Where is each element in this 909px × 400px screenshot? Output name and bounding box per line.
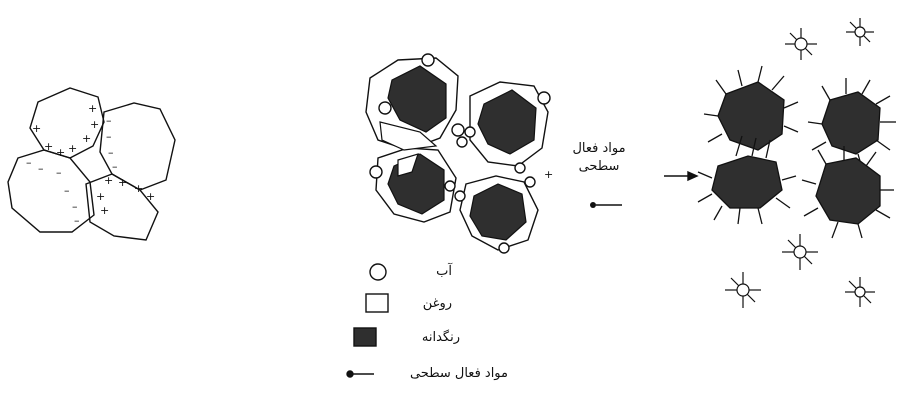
legend-surfactant-label: مواد فعال سطحی bbox=[409, 366, 508, 381]
svg-text:–: – bbox=[108, 146, 114, 159]
micelle bbox=[846, 18, 874, 46]
surfactant-label-line-2: سطحی bbox=[578, 159, 620, 174]
svg-text:+: + bbox=[32, 122, 41, 135]
micelle bbox=[785, 28, 817, 60]
pigment-particle bbox=[469, 183, 527, 241]
stabilized-particle bbox=[703, 65, 799, 151]
svg-text:+: + bbox=[82, 132, 91, 145]
oil-legend-swatch bbox=[365, 293, 389, 313]
particle-top-right bbox=[99, 102, 176, 191]
stabilized-particle bbox=[697, 135, 797, 225]
water-droplet bbox=[378, 101, 392, 115]
surfactant-legend-swatch bbox=[346, 370, 374, 378]
svg-text:–: – bbox=[74, 214, 80, 227]
water-droplet bbox=[456, 136, 468, 148]
svg-text:+: + bbox=[68, 142, 77, 155]
svg-text:+: + bbox=[134, 182, 143, 195]
svg-text:–: – bbox=[56, 166, 62, 179]
water-droplet bbox=[464, 126, 476, 138]
svg-text:+: + bbox=[88, 102, 97, 115]
water-legend-swatch bbox=[369, 263, 387, 281]
surfactant-symbol-middle bbox=[590, 202, 622, 208]
stabilized-particle bbox=[801, 146, 894, 239]
svg-text:+: + bbox=[90, 118, 99, 131]
legend-water-label: آب bbox=[436, 264, 452, 279]
svg-text:+: + bbox=[56, 146, 65, 159]
charge-signs-left: +++ +++ + ––– – ––– ––– +++ +++ bbox=[26, 102, 155, 227]
water-droplet bbox=[537, 91, 551, 105]
wetted-pigment-group bbox=[365, 53, 551, 254]
water-droplet bbox=[524, 176, 536, 188]
micelle bbox=[782, 234, 818, 270]
svg-text:+: + bbox=[100, 204, 109, 217]
legend-oil-label: روغن bbox=[422, 296, 452, 311]
particle-bottom-left bbox=[7, 149, 95, 233]
pigment-particle bbox=[387, 65, 447, 133]
svg-text:–: – bbox=[106, 130, 112, 143]
micelle bbox=[725, 272, 761, 308]
svg-text:+: + bbox=[118, 176, 127, 189]
particle-bottom-right bbox=[85, 173, 159, 241]
pigment-legend-swatch bbox=[353, 327, 377, 347]
water-droplet bbox=[421, 53, 435, 67]
surfactant-micelles bbox=[725, 18, 875, 308]
stabilized-pigments bbox=[697, 65, 896, 239]
stabilized-particle bbox=[807, 78, 896, 169]
plus-sign: + bbox=[544, 168, 553, 181]
svg-text:–: – bbox=[38, 162, 44, 175]
svg-text:–: – bbox=[64, 184, 70, 197]
svg-text:–: – bbox=[72, 200, 78, 213]
svg-text:–: – bbox=[26, 156, 32, 169]
svg-text:+: + bbox=[146, 190, 155, 203]
svg-text:–: – bbox=[106, 114, 112, 127]
pigment-particle bbox=[477, 89, 537, 155]
svg-text:+: + bbox=[96, 190, 105, 203]
water-droplet bbox=[514, 162, 526, 174]
agglomerate-left bbox=[7, 87, 176, 241]
legend-pigment-label: رنگدانه bbox=[421, 330, 460, 345]
arrow-right bbox=[664, 170, 699, 182]
svg-text:+: + bbox=[104, 174, 113, 187]
water-droplet bbox=[444, 180, 456, 192]
micelle bbox=[845, 277, 875, 307]
legend-swatches bbox=[346, 263, 389, 378]
water-droplet bbox=[369, 165, 383, 179]
surfactant-label-line-1: مواد فعال bbox=[572, 141, 626, 156]
svg-text:+: + bbox=[44, 140, 53, 153]
svg-text:–: – bbox=[112, 160, 118, 173]
water-droplet bbox=[454, 190, 466, 202]
particle-top-left bbox=[29, 87, 105, 159]
water-droplet bbox=[451, 123, 465, 137]
water-droplet bbox=[498, 242, 510, 254]
